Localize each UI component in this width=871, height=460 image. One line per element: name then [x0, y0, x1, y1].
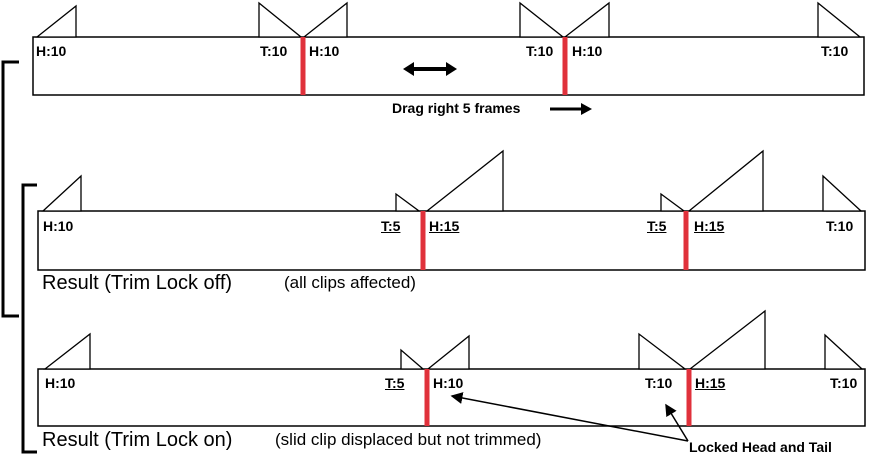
row1-head-ramp-2: [302, 1, 348, 38]
row1-label-6: T:10: [821, 43, 849, 59]
row2-label-1: H:10: [43, 218, 74, 234]
row1-tail-ramp-3: [817, 1, 862, 38]
callout-arrow-right: [665, 403, 689, 442]
right-arrow-icon: [550, 103, 592, 115]
row3-tail-ramp-3: [824, 333, 864, 370]
row3-label-3: H:10: [433, 375, 464, 391]
row3-label-4: T:10: [645, 375, 673, 391]
row3-label-2: T:5: [385, 375, 405, 391]
row1-label-1: H:10: [36, 43, 67, 59]
row1-label-4: T:10: [526, 43, 554, 59]
row2-head-ramp-1: [41, 174, 82, 212]
row2-tail-ramp-1: [395, 192, 421, 212]
row1-tail-ramp-1: [258, 1, 303, 38]
row3-head-ramp-2: [426, 334, 470, 370]
row2-head-ramp-2: [425, 149, 504, 212]
outer-bracket: [1, 60, 19, 318]
row2-tail-ramp-2: [660, 192, 686, 212]
row3-tail-ramp-2: [638, 332, 687, 370]
row1-head-ramp-3: [563, 1, 610, 38]
row1-label-3: H:10: [309, 43, 340, 59]
callout-arrow-left: [450, 392, 689, 442]
drag-label: Drag right 5 frames: [392, 100, 521, 116]
row3-label-6: T:10: [830, 375, 858, 391]
row2-label-3: H:15: [429, 218, 460, 234]
row3-result-note: (slid clip displaced but not trimmed): [275, 430, 542, 449]
row2-label-6: T:10: [826, 218, 854, 234]
row2-label-4: T:5: [647, 218, 667, 234]
inner-bracket: [21, 183, 37, 454]
row3-label-5: H:15: [695, 375, 726, 391]
double-arrow-icon: [403, 62, 457, 76]
row2-timeline-bar: [37, 210, 866, 271]
row3-result-title: Result (Trim Lock on): [42, 429, 233, 451]
row2-result-title: Result (Trim Lock off): [42, 272, 233, 294]
row1-tail-ramp-2: [519, 1, 565, 38]
row2-head-ramp-3: [687, 149, 764, 212]
row2-result-note: (all clips affected): [284, 273, 416, 292]
row3-head-ramp-3: [688, 309, 766, 370]
row1-head-ramp-1: [35, 4, 77, 38]
row2-label-2: T:5: [381, 218, 401, 234]
row2-tail-ramp-3: [822, 174, 863, 212]
row1-label-5: H:10: [572, 43, 603, 59]
locked-callout-label: Locked Head and Tail: [689, 439, 832, 455]
row3-tail-ramp-1: [400, 348, 425, 370]
row1-label-2: T:10: [260, 43, 288, 59]
row3-label-1: H:10: [45, 375, 76, 391]
row3-head-ramp-1: [43, 332, 91, 370]
row2-label-5: H:15: [694, 218, 725, 234]
